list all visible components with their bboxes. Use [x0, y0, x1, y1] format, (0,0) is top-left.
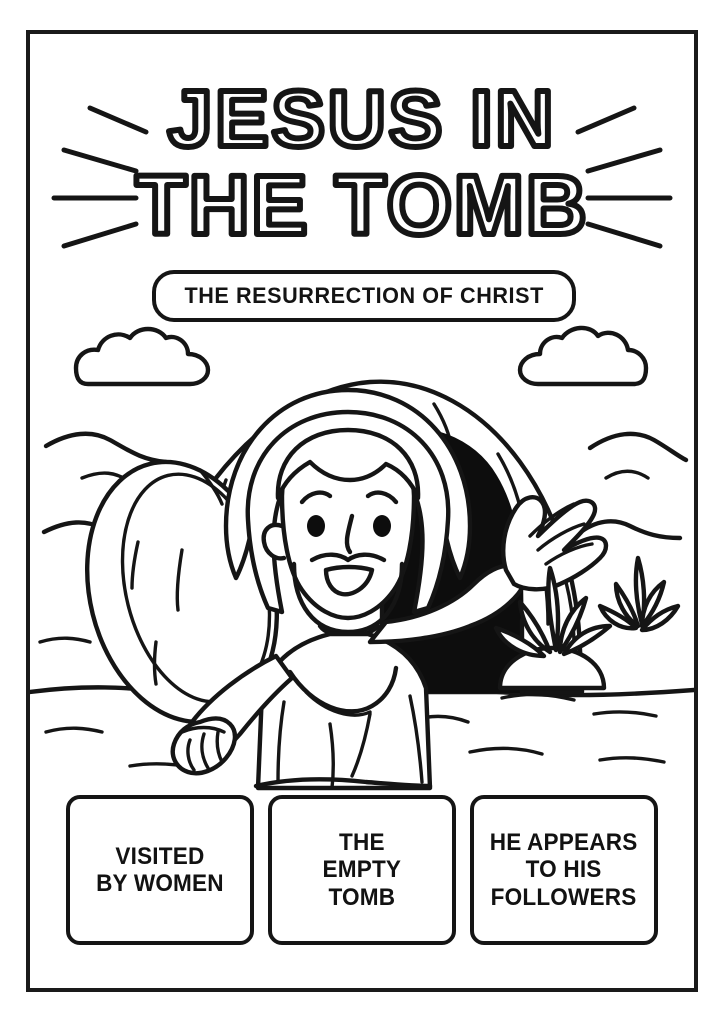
label-box-the-empty-tomb[interactable]: THE EMPTY TOMB — [268, 795, 456, 945]
title-block: JESUS IN THE TOMB — [26, 66, 698, 256]
subtitle-banner: THE RESURRECTION OF CHRIST — [152, 270, 576, 322]
title-line-1: JESUS IN — [168, 74, 557, 163]
sunburst-rays-left — [51, 105, 149, 249]
eye-left — [307, 515, 325, 537]
bush-large — [493, 565, 613, 691]
label-text-he-appears-to-his-followers: HE APPEARS TO HIS FOLLOWERS — [490, 828, 638, 911]
title-text-outline: JESUS IN THE TOMB — [132, 71, 589, 255]
hills-right — [575, 431, 689, 541]
mouth — [323, 564, 375, 597]
sunburst-rays-right — [575, 105, 673, 249]
label-text-visited-by-women: VISITED BY WOMEN — [96, 842, 224, 897]
title-line-2: THE TOMB — [135, 158, 588, 252]
subtitle-text: THE RESURRECTION OF CHRIST — [184, 283, 544, 308]
jesus-figure — [170, 387, 609, 791]
cloud-right — [517, 325, 649, 387]
illustration-scene: .ln { fill:none; stroke:#151515; stroke-… — [30, 320, 694, 792]
label-box-visited-by-women[interactable]: VISITED BY WOMEN — [66, 795, 254, 945]
bush-large-leaves — [493, 565, 613, 659]
eye-right — [373, 515, 391, 537]
label-boxes-row: VISITED BY WOMEN THE EMPTY TOMB HE APPEA… — [66, 795, 658, 945]
cloud-left — [73, 326, 211, 387]
bush-small — [597, 555, 681, 633]
label-text-the-empty-tomb: THE EMPTY TOMB — [322, 828, 402, 911]
label-box-he-appears-to-his-followers[interactable]: HE APPEARS TO HIS FOLLOWERS — [470, 795, 658, 945]
page-border-frame — [26, 30, 698, 992]
